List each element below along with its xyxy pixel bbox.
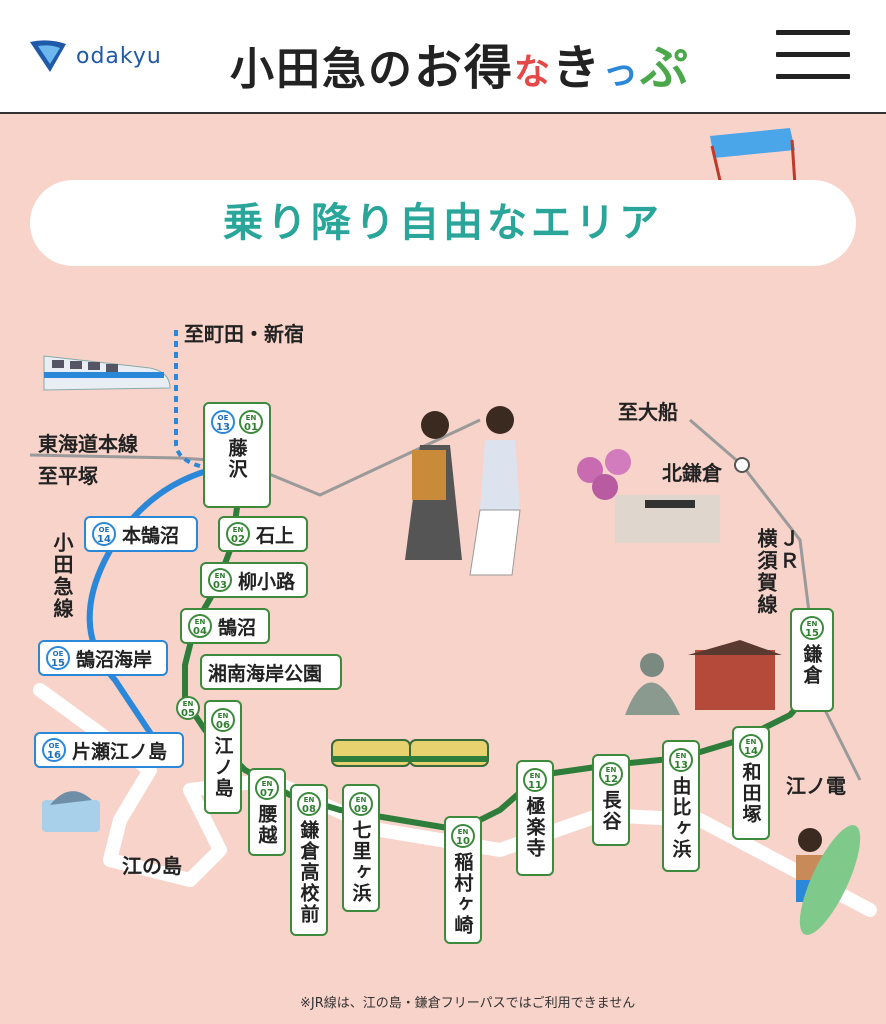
station-name: 和田塚 <box>739 762 762 825</box>
free-area-heading: 乗り降り自由なエリア <box>223 200 663 246</box>
odakyu-line-dotted <box>174 330 201 468</box>
station-name: 鵠沼海岸 <box>76 648 153 671</box>
hydrangea-temple-illustration <box>577 449 720 543</box>
title-char: 急 <box>322 44 368 95</box>
enoden-train-illustration <box>331 739 489 767</box>
title-char: 得 <box>464 40 515 96</box>
surfer-illustration <box>796 825 861 935</box>
label-enoden: 江ノ電 <box>786 774 846 798</box>
title-char: っ <box>602 52 641 93</box>
station-name: 鎌倉高校前 <box>297 820 320 925</box>
station-name: 極楽寺 <box>523 796 546 859</box>
station-name: 七里ヶ浜 <box>349 820 372 904</box>
title-char: き <box>552 40 603 96</box>
station-name: 片瀬江ノ島 <box>72 740 168 763</box>
label-enoshima-island: 江の島 <box>122 854 182 878</box>
hamburger-menu-icon[interactable] <box>776 30 850 80</box>
title-char: の <box>368 44 414 95</box>
odakyu-train-illustration <box>43 355 171 391</box>
station-name: 腰越 <box>255 804 278 846</box>
jr-yokosuka-line <box>689 418 862 781</box>
station-name: 石上 <box>256 524 295 547</box>
label-to-machida-shinjuku: 至町田・新宿 <box>184 322 304 346</box>
odakyu-logo[interactable]: odakyu <box>28 36 162 76</box>
station-name: 由比ヶ浜 <box>669 776 692 860</box>
great-buddha-shrine-illustration <box>625 640 782 715</box>
title-char: お <box>414 40 465 96</box>
station-name: 藤沢 <box>225 438 248 480</box>
tourists-illustration <box>405 406 521 576</box>
station-name: 柳小路 <box>238 570 296 593</box>
label-tokaido-line: 東海道本線 <box>38 432 138 456</box>
header: odakyu 小田急のお得なきっぷ <box>0 0 886 114</box>
station-name: 長谷 <box>599 790 622 832</box>
footnote: ※JR線は、江の島・鎌倉フリーパスではご利用できません <box>300 996 636 1011</box>
station-name: 湘南海岸公園 <box>208 662 323 685</box>
enoshima-aquarium-illustration <box>42 791 100 832</box>
station-name: 鵠沼 <box>218 616 257 639</box>
station-name: 本鵠沼 <box>122 524 180 547</box>
station-name: 鎌倉 <box>800 644 823 686</box>
label-to-ofuna: 至大船 <box>618 400 678 424</box>
label-to-hiratsuka: 至平塚 <box>38 464 98 488</box>
title-char: 田 <box>276 44 322 95</box>
free-area-banner: 乗り降り自由なエリア <box>30 180 856 266</box>
title-char: ぷ <box>640 40 691 96</box>
label-jr: ＪＲ <box>776 528 800 572</box>
title-char: 小 <box>230 44 276 95</box>
kita-kamakura-station-dot <box>734 457 750 473</box>
odakyu-logo-icon <box>30 40 66 72</box>
label-kita-kamakura: 北鎌倉 <box>662 461 722 485</box>
station-shonan-kaigan-koen[interactable]: 湘南海岸公園 <box>200 654 342 690</box>
label-yokosuka-line: 横須賀線 <box>754 528 778 616</box>
label-odakyu-line: 小田急線 <box>50 532 74 620</box>
page-title: 小田急のお得なきっぷ <box>230 28 690 98</box>
title-char: な <box>514 52 553 93</box>
station-name: 江ノ島 <box>211 736 234 799</box>
station-name: 稲村ヶ崎 <box>451 852 474 936</box>
logo-text: odakyu <box>76 43 162 69</box>
